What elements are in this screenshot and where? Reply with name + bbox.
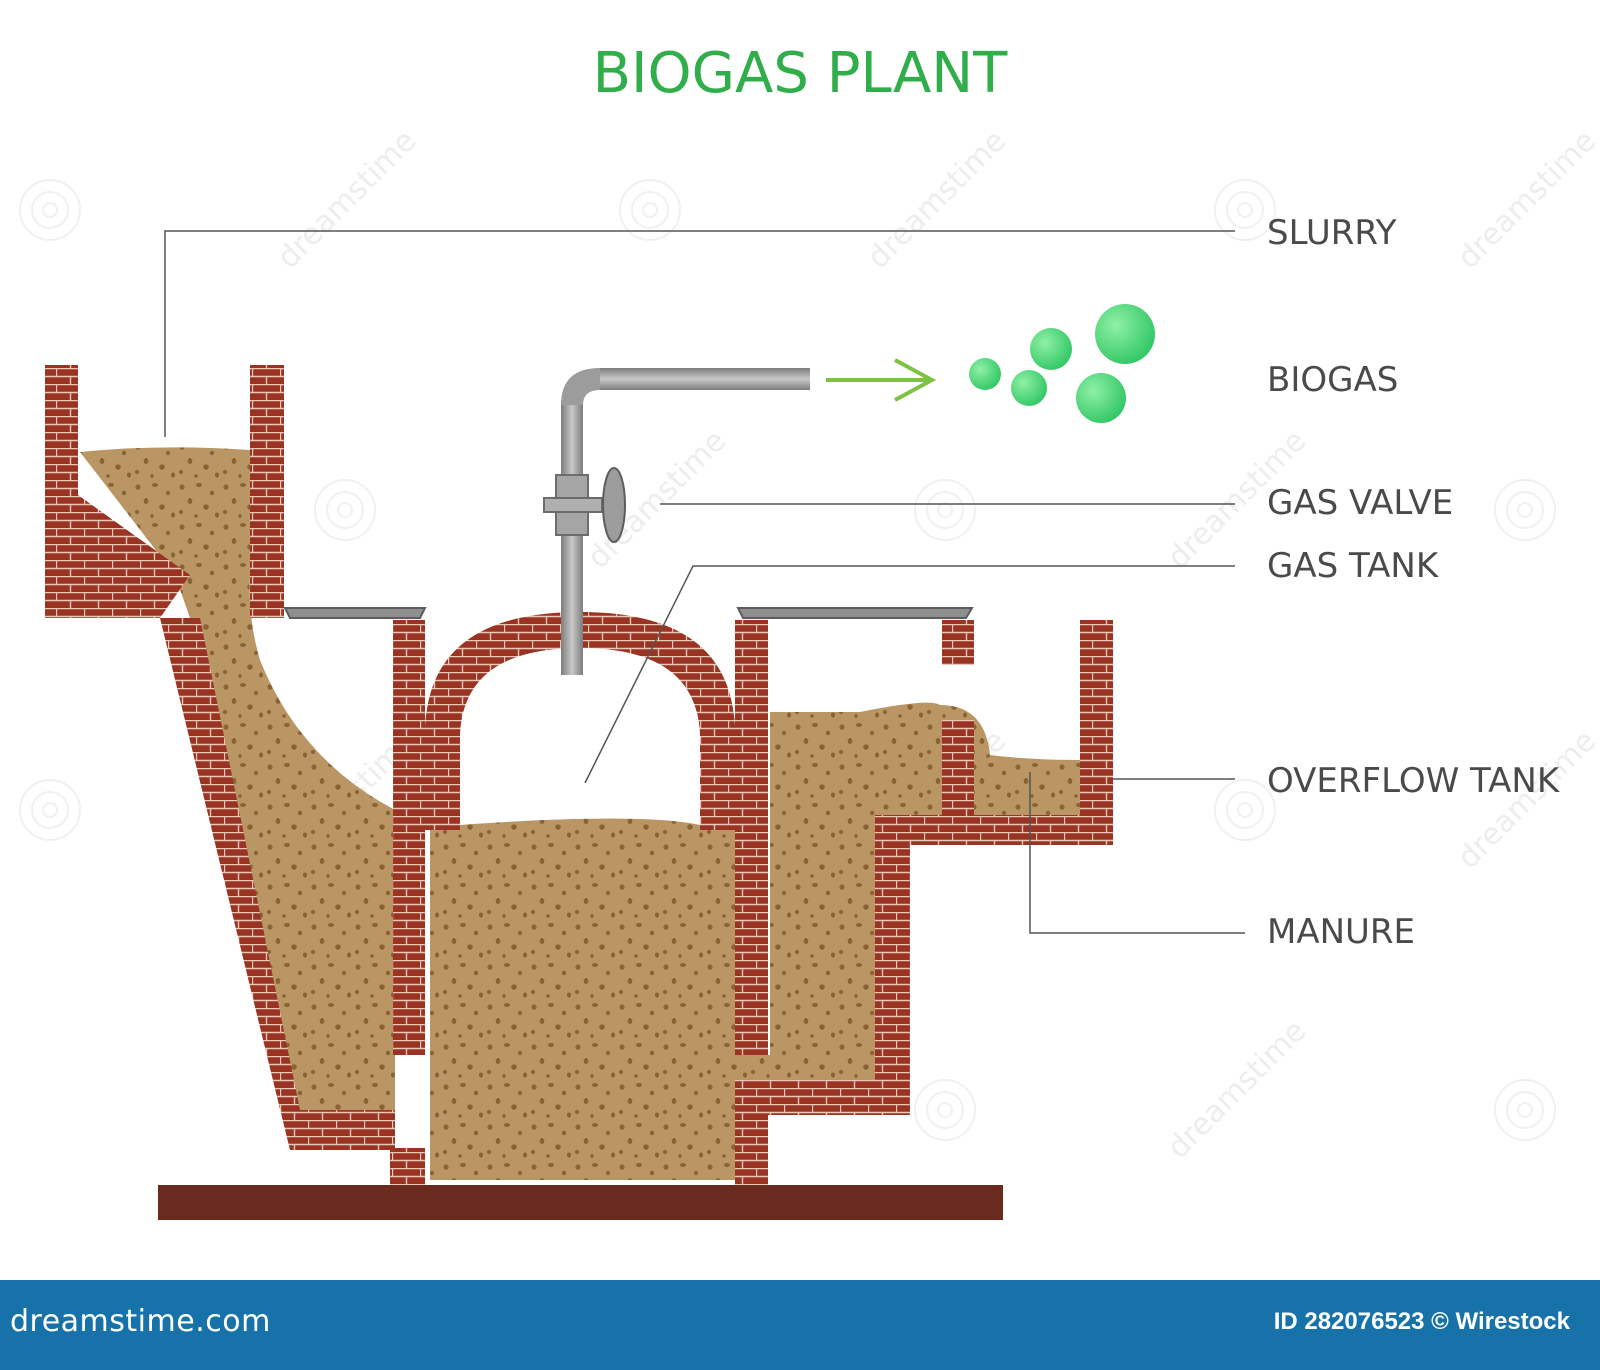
watermark-spiral-icon [619, 179, 681, 241]
digester-right-wall [735, 620, 768, 1055]
watermark-spiral-icon [914, 479, 976, 541]
watermark-text: dreamstime [271, 123, 423, 275]
label-biogas: BIOGAS [1267, 360, 1398, 400]
watermark-spiral-icon [1494, 1079, 1556, 1141]
watermark-spiral-icon [914, 1079, 976, 1141]
slurry-fill [80, 447, 1080, 1180]
label-slurry: SLURRY [1267, 213, 1397, 253]
footer-credit: ID 282076523 © Wirestock [1273, 1308, 1570, 1335]
label-manure: MANURE [1267, 912, 1415, 952]
watermark-text: dreamstime [1161, 1013, 1313, 1165]
overflow-tank-inner-wall-top [942, 620, 974, 665]
gas-tank-arch [425, 612, 735, 830]
biogas-bubble-icon [1030, 328, 1072, 370]
gas-pipe-vertical [561, 400, 583, 675]
overflow-tank-inner-wall [942, 720, 974, 815]
right-metal-cap [736, 607, 974, 619]
watermark-spiral-icon [1214, 779, 1276, 841]
labels: SLURRY BIOGAS GAS VALVE GAS TANK OVERFLO… [1267, 213, 1561, 952]
gas-pipe-horizontal [600, 368, 810, 390]
biogas-bubble-icon [1076, 373, 1126, 423]
watermark-spiral-icon [19, 779, 81, 841]
digester-left-wall [393, 620, 425, 1055]
footer-site-name[interactable]: dreamstime.com [10, 1304, 271, 1339]
watermark-text: dreamstime [1451, 123, 1600, 275]
gas-valve[interactable] [543, 467, 626, 543]
slurry-leader [164, 230, 1235, 437]
overflow-tank-outer-wall [1080, 620, 1113, 845]
footer-bar: dreamstime.com ID 282076523 © Wirestock [0, 1280, 1600, 1370]
inlet-floor [45, 495, 190, 618]
biogas-bubble-icon [1095, 304, 1155, 364]
left-metal-cap [283, 607, 427, 619]
inlet-right-wall [250, 365, 284, 618]
gas-pipe-elbow [561, 368, 605, 405]
biogas-bubble-icon [969, 358, 1001, 390]
watermark-spiral-icon [1214, 179, 1276, 241]
gas-pipe [561, 368, 810, 675]
gas-tank-space [460, 648, 700, 825]
label-gas-tank: GAS TANK [1267, 546, 1440, 586]
arrow-right-icon [826, 358, 937, 402]
biogas-bubbles [969, 304, 1155, 423]
foundation-slab [158, 1185, 1003, 1220]
watermark-text: dreamstime [861, 123, 1013, 275]
inlet-channel-wall [160, 618, 425, 1185]
manure-leader [1029, 772, 1245, 934]
gas-valve-handle[interactable] [602, 467, 626, 543]
diagram-title: BIOGAS PLANT [593, 41, 1009, 106]
biogas-bubble-icon [1011, 370, 1047, 406]
label-gas-valve: GAS VALVE [1267, 483, 1453, 523]
gas-tank-leader [584, 565, 1235, 784]
label-overflow-tank: OVERFLOW TANK [1267, 761, 1561, 801]
overflow-tank-floor [875, 815, 1113, 845]
watermark-spiral-icon [19, 179, 81, 241]
digester-outer-right-wall [735, 815, 910, 1185]
watermark-spiral-icon [1494, 479, 1556, 541]
leader-lines [164, 230, 1245, 934]
watermark-spiral-icon [314, 479, 376, 541]
